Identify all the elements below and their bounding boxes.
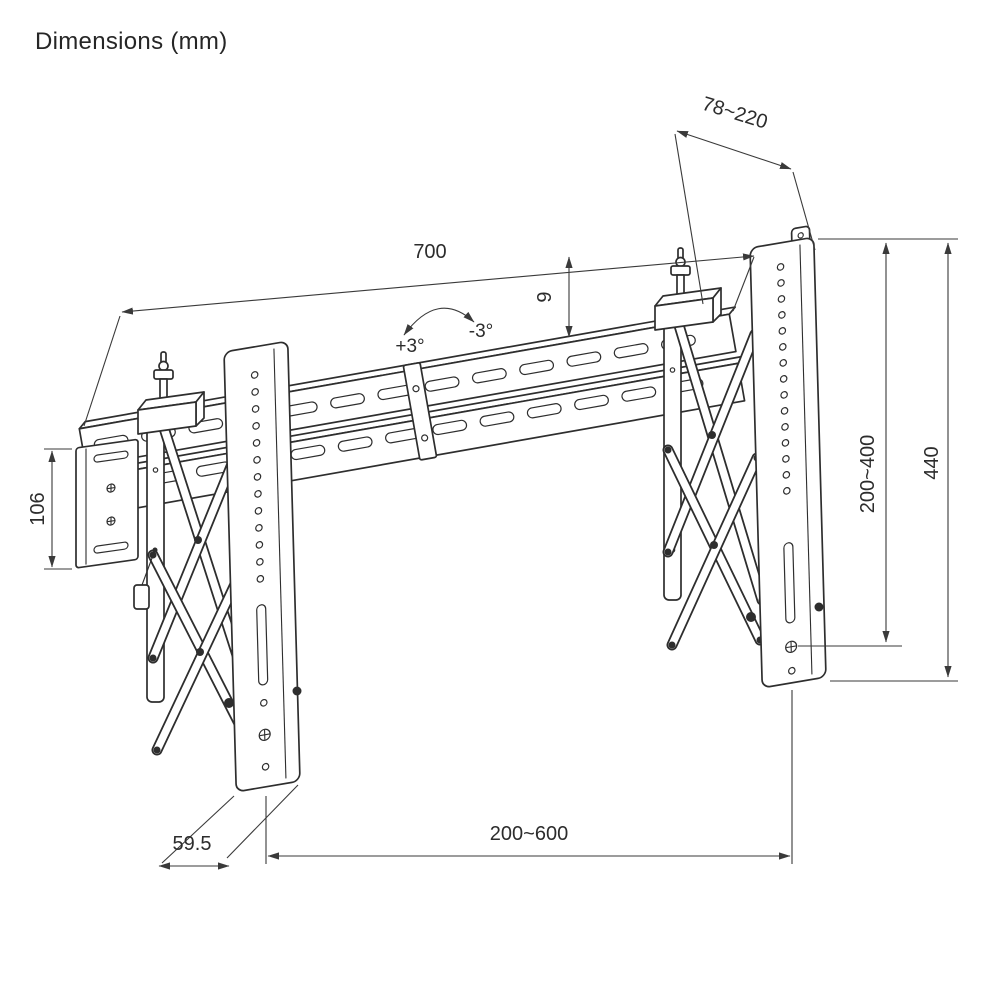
dim-bracket-height-label: 440 <box>921 446 943 479</box>
dimension-depth-range <box>674 130 816 305</box>
wall-plate-screw <box>106 516 116 526</box>
left-tv-bracket <box>223 341 301 792</box>
bracket-lock-screw <box>258 728 271 741</box>
release-pull-strap <box>133 547 158 610</box>
side-lock-bolts <box>224 602 824 708</box>
dim-tilt-up-label: +3° <box>395 336 424 357</box>
dim-depth-range-label: 78~220 <box>699 93 770 134</box>
dim-wall-plate-height-label: 106 <box>27 492 49 525</box>
dimension-vesa-width-range <box>265 690 793 864</box>
dim-height-adjust-label: 9 <box>534 291 556 302</box>
wall-plate-screw <box>106 483 116 493</box>
right-tv-bracket <box>749 225 827 688</box>
dim-tilt-down-label: -3° <box>469 321 494 342</box>
dimension-rail-width <box>83 253 755 427</box>
dim-rail-width-label: 700 <box>413 241 446 263</box>
bracket-lock-screw <box>785 640 798 653</box>
rail-center-joint <box>402 362 438 461</box>
right-scissor-arm-mechanism <box>662 299 768 651</box>
wall-plate <box>75 438 139 569</box>
dimension-vesa-height-range <box>798 238 958 647</box>
page-title: Dimensions (mm) <box>35 28 228 55</box>
dim-vesa-height-range-label: 200~400 <box>857 435 879 513</box>
left-top-clamp <box>137 351 205 435</box>
dimension-bracket-width <box>158 784 299 870</box>
dimension-tilt-arc <box>403 307 475 336</box>
dim-bracket-width-label: 59.5 <box>173 833 212 855</box>
dimension-bracket-height <box>830 242 958 682</box>
dimension-wall-plate-height <box>44 448 72 570</box>
dim-vesa-width-range-label: 200~600 <box>490 823 568 845</box>
